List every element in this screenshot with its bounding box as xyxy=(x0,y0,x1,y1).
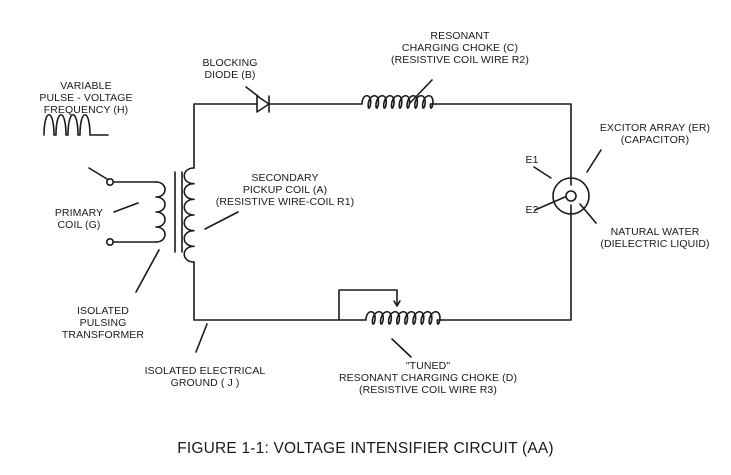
wire-capacitor-to-bottom xyxy=(442,204,572,321)
terminal-bottom xyxy=(106,238,115,247)
terminal-top xyxy=(106,178,115,187)
label-line: (CAPACITOR) xyxy=(620,134,690,146)
label-line: NATURAL WATER xyxy=(610,226,700,238)
leader-excitor xyxy=(586,149,602,173)
label-ground: ISOLATED ELECTRICAL GROUND ( J ) xyxy=(140,365,270,389)
label-resonant-choke-c: RESONANT CHARGING CHOKE (C) (RESISTIVE C… xyxy=(370,30,550,66)
label-line: ISOLATED ELECTRICAL xyxy=(144,365,266,377)
wire-top-left xyxy=(193,103,258,169)
label-excitor-array: EXCITOR ARRAY (ER) (CAPACITOR) xyxy=(585,122,725,146)
label-e2: E2 xyxy=(525,204,539,216)
figure-caption: FIGURE 1-1: VOLTAGE INTENSIFIER CIRCUIT … xyxy=(177,440,554,457)
excitor-outer-electrode xyxy=(552,177,590,215)
secondary-coil xyxy=(183,167,195,263)
tuned-choke-d-coil xyxy=(361,310,444,325)
label-line: COIL (G) xyxy=(57,219,101,231)
leader-e2 xyxy=(534,196,566,211)
leader-diode xyxy=(245,86,260,98)
label-line: GROUND ( J ) xyxy=(170,377,240,389)
label-line: (RESISTIVE COIL WIRE R2) xyxy=(391,54,529,66)
label-blocking-diode: BLOCKING DIODE (B) xyxy=(190,57,270,81)
primary-coil xyxy=(155,181,166,243)
label-natural-water: NATURAL WATER (DIELECTRIC LIQUID) xyxy=(590,226,720,250)
leader-secondary xyxy=(204,211,239,230)
label-line: PRIMARY xyxy=(54,207,104,219)
label-pulsing-transformer: ISOLATED PULSING TRANSFORMER xyxy=(58,305,148,341)
label-e1: E1 xyxy=(525,154,539,166)
wire-choke-c-to-right xyxy=(435,103,572,186)
leader-e1 xyxy=(533,166,552,179)
label-line: (RESISTIVE WIRE-COIL R1) xyxy=(215,196,355,208)
label-line: BLOCKING xyxy=(202,57,258,69)
choke-d-tap-wire xyxy=(338,289,398,321)
label-tuned-choke-d: "TUNED" RESONANT CHARGING CHOKE (D) (RES… xyxy=(328,360,528,396)
label-line: DIODE (B) xyxy=(204,69,256,81)
leader-choke-c xyxy=(409,79,433,104)
label-line: CHARGING CHOKE (C) xyxy=(401,42,519,54)
choke-d-tap-arrow xyxy=(393,300,401,307)
resonant-choke-c-coil xyxy=(357,94,437,109)
label-line: RESONANT xyxy=(430,30,490,42)
label-line: RESONANT CHARGING CHOKE (D) xyxy=(338,372,518,384)
label-line: FREQUENCY (H) xyxy=(43,104,129,116)
label-line: SECONDARY xyxy=(251,172,319,184)
label-pulse-source: VARIABLE PULSE - VOLTAGE FREQUENCY (H) xyxy=(16,80,156,116)
excitor-inner-electrode xyxy=(565,190,577,202)
label-line: VARIABLE xyxy=(60,80,112,92)
label-line: (RESISTIVE COIL WIRE R3) xyxy=(359,384,497,396)
pulse-waveform-icon xyxy=(43,113,109,136)
label-primary-coil: PRIMARY COIL (G) xyxy=(44,207,114,231)
label-line: EXCITOR ARRAY (ER) xyxy=(599,122,711,134)
label-secondary-coil: SECONDARY PICKUP COIL (A) (RESISTIVE WIR… xyxy=(200,172,370,208)
leader-choke-d xyxy=(391,338,412,358)
label-line: "TUNED" xyxy=(405,360,451,372)
switch-line xyxy=(88,167,108,180)
leader-transformer xyxy=(135,249,160,293)
leader-ground xyxy=(195,323,208,353)
leader-primary xyxy=(113,202,139,213)
label-line: TRANSFORMER xyxy=(61,329,145,341)
blocking-diode-symbol xyxy=(256,95,270,113)
label-line: PICKUP COIL (A) xyxy=(242,184,328,196)
wire-choke-d-to-left xyxy=(193,261,363,321)
label-line: PULSE - VOLTAGE xyxy=(39,92,133,104)
label-line: ISOLATED xyxy=(77,305,129,317)
leader-water xyxy=(579,203,597,224)
label-line: (DIELECTRIC LIQUID) xyxy=(600,238,710,250)
label-line: PULSING xyxy=(79,317,127,329)
